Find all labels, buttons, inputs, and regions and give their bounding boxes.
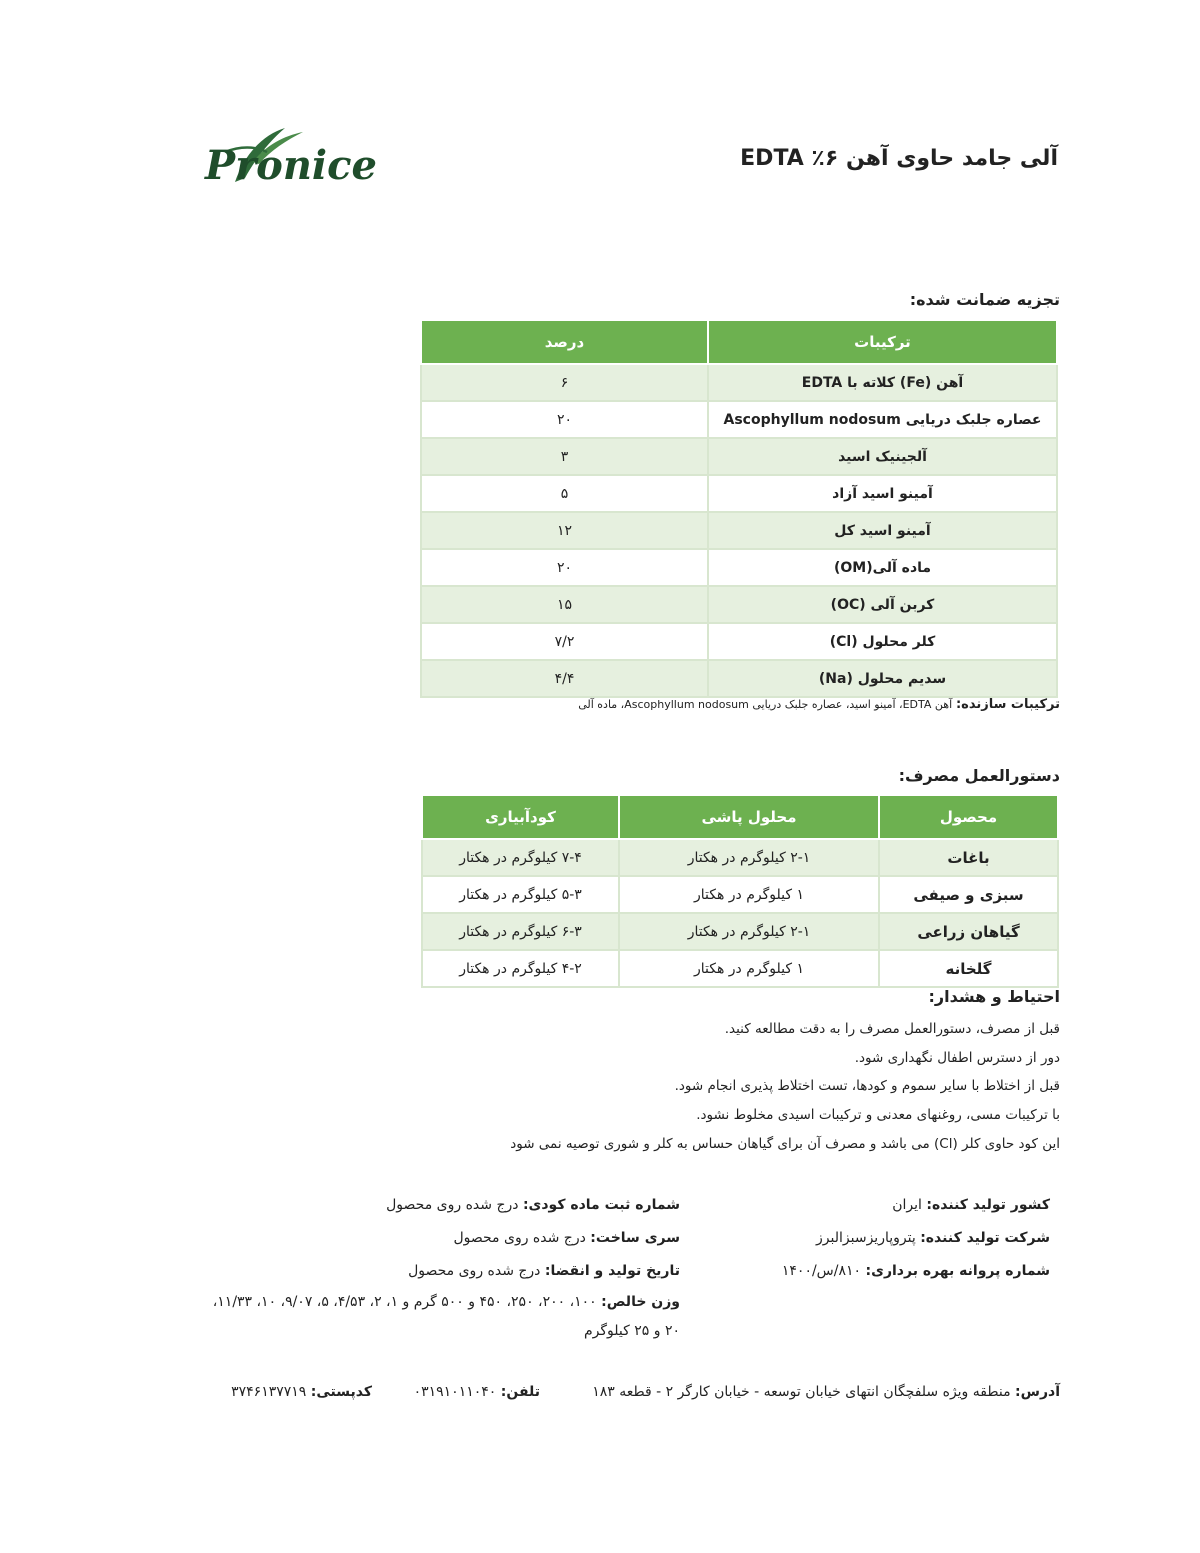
postal-value: ۳۷۴۶۱۳۷۷۱۹ [231,1384,307,1400]
composition-cell: سدیم محلول (Na) [707,659,1058,698]
col-header-composition: ترکیبات [707,319,1058,365]
batch-value: درج شده روی محصول [453,1230,586,1246]
registration-info: شماره ثبت ماده کودی: درج شده روی محصول [386,1197,680,1213]
analysis-table: ترکیبات درصد آهن (Fe) کلاته با EDTA ۶ عص… [420,319,1058,698]
warning-line: با ترکیبات مسی، روغنهای معدنی و ترکیبات … [696,1107,1060,1123]
percent-cell: ۲۰ [420,400,709,439]
table-row: آمینو اسید آزاد ۵ [420,474,1058,513]
spray-cell: ۱ کیلوگرم در هکتار [618,875,880,914]
percent-cell: ۶ [420,363,709,402]
address-value: منطقه ویژه سلفچگان انتهای خیابان توسعه -… [592,1384,1011,1400]
fertigation-cell: ۶-۳ کیلوگرم در هکتار [421,912,620,951]
percent-cell: ۵ [420,474,709,513]
composition-cell: کربن آلی (OC) [707,585,1058,624]
license-label: شماره پروانه بهره برداری: [865,1263,1050,1279]
percent-cell: ۷/۲ [420,622,709,661]
percent-cell: ۳ [420,437,709,476]
registration-value: درج شده روی محصول [386,1197,519,1213]
composition-cell: ماده آلی(OM) [707,548,1058,587]
ingredients-text: آهن EDTA، آمینو اسید، عصاره جلبک دریایی … [578,698,953,711]
table-row: کلر محلول (Cl) ۷/۲ [420,622,1058,661]
composition-cell: آمینو اسید کل [707,511,1058,550]
date-info: تاریخ تولید و انقضا: درج شده روی محصول [408,1263,680,1279]
warning-line: قبل از مصرف، دستورالعمل مصرف را به دقت م… [724,1021,1060,1037]
country-label: کشور تولید کننده: [926,1197,1050,1213]
leaf-icon [224,128,303,182]
fertigation-cell: ۴-۲ کیلوگرم در هکتار [421,949,620,988]
document-title: آلی جامد حاوی آهن EDTA ٪۶ [740,146,1058,171]
table-row: سدیم محلول (Na) ۴/۴ [420,659,1058,698]
batch-info: سری ساخت: درج شده روی محصول [453,1230,680,1246]
footer-phone: تلفن: ۰۳۱۹۱۰۱۱۰۴۰ [414,1384,540,1400]
company-value: پتروپاریزسبزالبرز [816,1230,916,1246]
table-row: کربن آلی (OC) ۱۵ [420,585,1058,624]
phone-label: تلفن: [500,1384,540,1400]
crop-cell: گیاهان زراعی [878,912,1059,951]
percent-cell: ۴/۴ [420,659,709,698]
weight-info: وزن خالص: ۱۰۰، ۲۰۰، ۲۵۰، ۴۵۰ و ۵۰۰ گرم و… [213,1294,680,1310]
logo-wordmark: Pronice [205,142,377,189]
percent-cell: ۱۲ [420,511,709,550]
spray-cell: ۱ کیلوگرم در هکتار [618,949,880,988]
composition-cell: کلر محلول (Cl) [707,622,1058,661]
table-row: گلخانه ۱ کیلوگرم در هکتار ۴-۲ کیلوگرم در… [421,949,1059,988]
table-row: آهن (Fe) کلاته با EDTA ۶ [420,363,1058,402]
warnings-title: احتیاط و هشدار: [928,987,1061,1006]
fertigation-cell: ۷-۴ کیلوگرم در هکتار [421,838,620,877]
spray-cell: ۲-۱ کیلوگرم در هکتار [618,838,880,877]
composition-cell: آهن (Fe) کلاته با EDTA [707,363,1058,402]
analysis-title: تجزیه ضمانت شده: [909,290,1060,309]
usage-table: محصول محلول پاشی کودآبیاری باغات ۲-۱ کیل… [421,794,1059,988]
composition-cell: آمینو اسید آزاد [707,474,1058,513]
table-row: آلجینیک اسید ۳ [420,437,1058,476]
crop-cell: سبزی و صیفی [878,875,1059,914]
postal-label: کدپستی: [310,1384,372,1400]
table-row: گیاهان زراعی ۲-۱ کیلوگرم در هکتار ۶-۳ کی… [421,912,1059,951]
percent-cell: ۱۵ [420,585,709,624]
usage-title: دستورالعمل مصرف: [898,766,1060,785]
fertigation-cell: ۵-۳ کیلوگرم در هکتار [421,875,620,914]
country-info: کشور تولید کننده: ایران [892,1197,1050,1213]
license-value: ۸۱۰/س/۱۴۰۰ [781,1263,862,1279]
table-row: سبزی و صیفی ۱ کیلوگرم در هکتار ۵-۳ کیلوگ… [421,875,1059,914]
weight-value: ۱۰۰، ۲۰۰، ۲۵۰، ۴۵۰ و ۵۰۰ گرم و ۱، ۲، ۴/۵… [212,1294,597,1310]
crop-cell: گلخانه [878,949,1059,988]
country-value: ایران [892,1197,922,1213]
footer-address: آدرس: منطقه ویژه سلفچگان انتهای خیابان ت… [592,1384,1060,1400]
percent-cell: ۲۰ [420,548,709,587]
warning-line: قبل از اختلاط با سایر سموم و کودها، تست … [674,1078,1060,1094]
pronice-logo: Pronice [205,122,377,200]
license-info: شماره پروانه بهره برداری: ۸۱۰/س/۱۴۰۰ [782,1263,1050,1279]
col-header-fertigation: کودآبیاری [421,794,620,840]
table-row: ماده آلی(OM) ۲۰ [420,548,1058,587]
table-row: عصاره جلبک دریایی Ascophyllum nodosum ۲۰ [420,400,1058,439]
warning-line: این کود حاوی کلر (Cl) می باشد و مصرف آن … [510,1136,1060,1152]
ingredients-line: ترکیبات سازنده: آهن EDTA، آمینو اسید، عص… [578,697,1060,712]
date-label: تاریخ تولید و انقضا: [544,1263,680,1279]
ingredients-label: ترکیبات سازنده: [955,697,1060,712]
date-value: درج شده روی محصول [408,1263,541,1279]
warning-line: دور از دسترس اطفال نگهداری شود. [854,1050,1060,1066]
spray-cell: ۲-۱ کیلوگرم در هکتار [618,912,880,951]
address-label: آدرس: [1015,1384,1060,1400]
crop-cell: باغات [878,838,1059,877]
col-header-crop: محصول [878,794,1059,840]
footer-postal: کدپستی: ۳۷۴۶۱۳۷۷۱۹ [231,1384,372,1400]
company-info: شرکت تولید کننده: پتروپاریزسبزالبرز [816,1230,1050,1246]
composition-cell: آلجینیک اسید [707,437,1058,476]
phone-value: ۰۳۱۹۱۰۱۱۰۴۰ [413,1384,497,1400]
batch-label: سری ساخت: [590,1230,680,1246]
registration-label: شماره ثبت ماده کودی: [522,1197,680,1213]
composition-cell: عصاره جلبک دریایی Ascophyllum nodosum [707,400,1058,439]
weight-value-2: ۲۰ و ۲۵ کیلوگرم [583,1323,680,1339]
table-row: آمینو اسید کل ۱۲ [420,511,1058,550]
company-label: شرکت تولید کننده: [920,1230,1050,1246]
table-row: باغات ۲-۱ کیلوگرم در هکتار ۷-۴ کیلوگرم د… [421,838,1059,877]
col-header-percent: درصد [420,319,709,365]
col-header-spray: محلول پاشی [618,794,880,840]
weight-label: وزن خالص: [601,1294,680,1310]
